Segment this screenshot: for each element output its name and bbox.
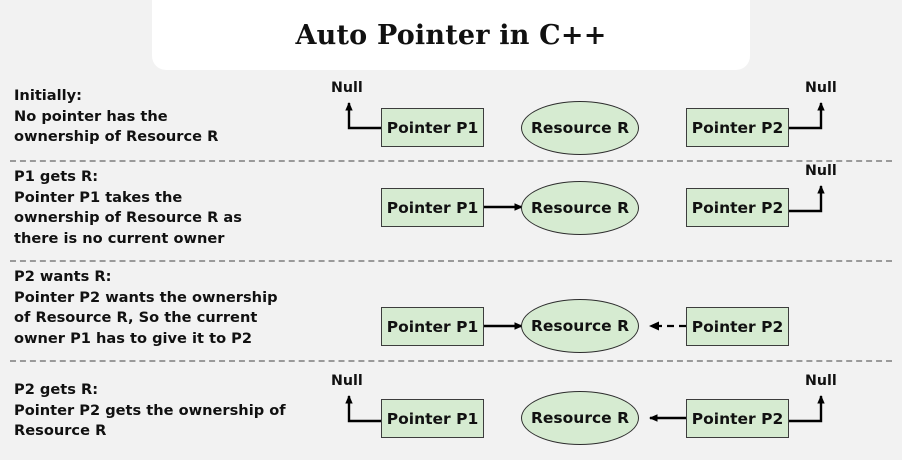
diagram-row-p1-gets-r: P1 gets R: Pointer P1 takes the ownershi…: [0, 163, 902, 260]
diagram-row-p2-gets-r: P2 gets R: Pointer P2 gets the ownership…: [0, 363, 902, 460]
node-pointer-p2[interactable]: Pointer P2: [686, 108, 789, 147]
row-separator: [10, 360, 892, 362]
row-line: Pointer P2 gets the ownership of: [14, 401, 286, 419]
row-line: there is no current owner: [14, 229, 225, 247]
node-pointer-p1[interactable]: Pointer P1: [381, 108, 484, 147]
null-label-p1: Null: [331, 373, 363, 389]
null-label-p1: Null: [331, 80, 363, 96]
node-pointer-p2[interactable]: Pointer P2: [686, 307, 789, 346]
row-heading: P2 gets R:: [14, 381, 99, 398]
row-line: Pointer P2 wants the ownership: [14, 288, 278, 306]
node-resource-r[interactable]: Resource R: [521, 101, 639, 155]
row-caption-p2-wants-r: P2 wants R: Pointer P2 wants the ownersh…: [14, 267, 334, 349]
null-label-p2: Null: [805, 163, 837, 179]
node-pointer-p2[interactable]: Pointer P2: [686, 399, 789, 438]
null-label-p2: Null: [805, 373, 837, 389]
title-card: Auto Pointer in C++: [152, 0, 750, 70]
diagram-p1-gets-r: Null Pointer P1 Resource R Pointer P2: [0, 163, 902, 260]
row-caption-p2-gets-r: P2 gets R: Pointer P2 gets the ownership…: [14, 380, 334, 442]
node-pointer-p1[interactable]: Pointer P1: [381, 188, 484, 227]
page-title: Auto Pointer in C++: [295, 19, 607, 51]
node-pointer-p1[interactable]: Pointer P1: [381, 399, 484, 438]
diagram-row-p2-wants-r: P2 wants R: Pointer P2 wants the ownersh…: [0, 263, 902, 360]
node-resource-r[interactable]: Resource R: [521, 391, 639, 445]
diagram-row-initially: Initially: No pointer has the ownership …: [0, 78, 902, 160]
row-line: ownership of Resource R: [14, 128, 219, 145]
node-pointer-p1[interactable]: Pointer P1: [381, 307, 484, 346]
row-line: ownership of Resource R as: [14, 209, 242, 226]
row-line: No pointer has the: [14, 107, 168, 125]
diagram-p2-wants-r: Pointer P1 Resource R Pointer P2: [0, 263, 902, 360]
diagram-p2-gets-r: Null Null Pointer P1 Resource R Pointer …: [0, 363, 902, 460]
node-pointer-p2[interactable]: Pointer P2: [686, 188, 789, 227]
row-caption-initially: Initially: No pointer has the ownership …: [14, 86, 334, 148]
null-label-p2: Null: [805, 80, 837, 96]
row-separator: [10, 260, 892, 262]
row-line: of Resource R, So the current: [14, 309, 258, 326]
diagram-initially: Null Null Pointer P1 Resource R Pointer …: [0, 78, 902, 160]
row-separator: [10, 160, 892, 162]
node-resource-r[interactable]: Resource R: [521, 181, 639, 235]
row-heading: P2 wants R:: [14, 268, 112, 285]
row-heading: Initially:: [14, 87, 83, 104]
row-caption-p1-gets-r: P1 gets R: Pointer P1 takes the ownershi…: [14, 167, 334, 249]
row-line: Pointer P1 takes the: [14, 188, 183, 206]
row-heading: P1 gets R:: [14, 168, 99, 185]
row-line: owner P1 has to give it to P2: [14, 329, 253, 347]
row-line: Resource R: [14, 422, 107, 439]
node-resource-r[interactable]: Resource R: [521, 299, 639, 353]
